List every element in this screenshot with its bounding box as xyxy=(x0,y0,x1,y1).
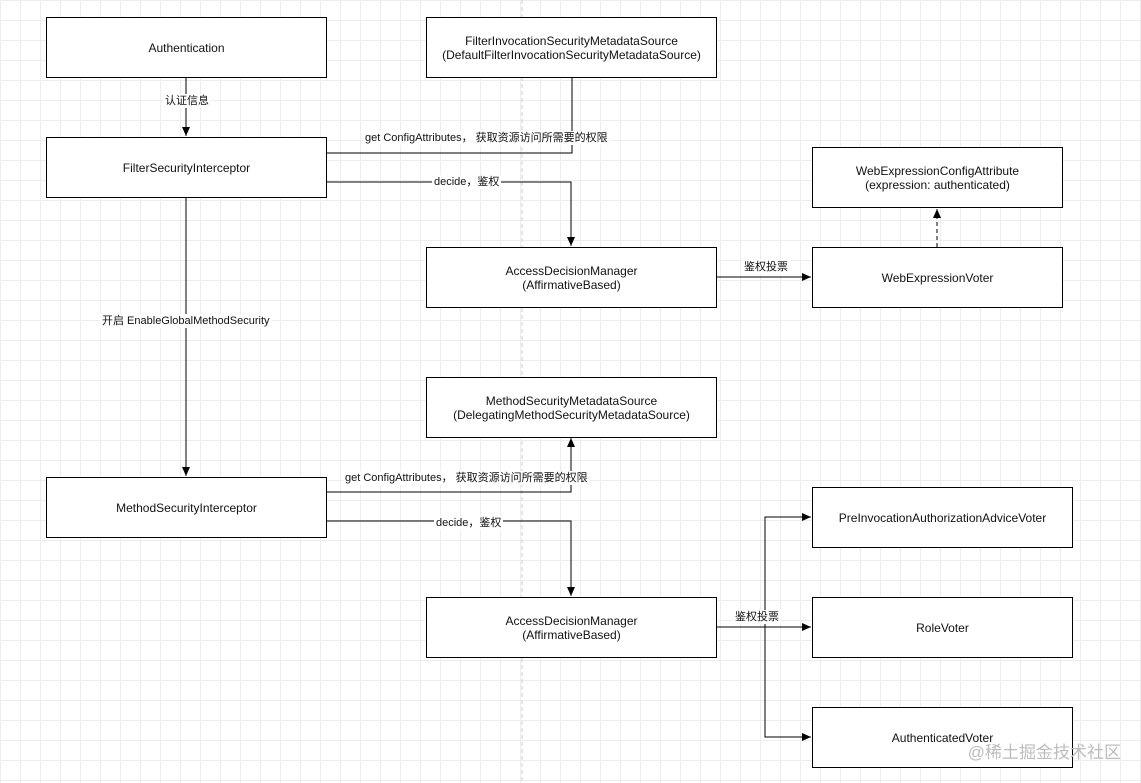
edge-label-decide-2: decide，鉴权 xyxy=(434,516,504,530)
edge-label-vote-2: 鉴权投票 xyxy=(733,610,781,624)
node-access-decision-manager-2-line1: AccessDecisionManager xyxy=(505,613,638,628)
edge-decide-2 xyxy=(327,520,575,596)
node-method-metadata-source[interactable]: MethodSecurityMetadataSource (Delegating… xyxy=(426,377,717,438)
edge-get-attrs-2 xyxy=(327,438,575,493)
node-access-decision-manager-2[interactable]: AccessDecisionManager (AffirmativeBased) xyxy=(426,597,717,658)
node-web-expression-config-attribute-line2: (expression: authenticated) xyxy=(865,177,1010,192)
node-access-decision-manager-1[interactable]: AccessDecisionManager (AffirmativeBased) xyxy=(426,247,717,308)
node-method-metadata-source-line2: (DelegatingMethodSecurityMetadataSource) xyxy=(453,407,690,422)
node-access-decision-manager-1-line1: AccessDecisionManager xyxy=(505,263,638,278)
node-web-expression-voter-label: WebExpressionVoter xyxy=(881,270,994,285)
node-role-voter[interactable]: RoleVoter xyxy=(812,597,1073,658)
node-pre-invocation-voter[interactable]: PreInvocationAuthorizationAdviceVoter xyxy=(812,487,1073,548)
node-filter-security-interceptor-label: FilterSecurityInterceptor xyxy=(122,160,251,175)
node-role-voter-label: RoleVoter xyxy=(916,620,969,635)
node-filter-security-interceptor[interactable]: FilterSecurityInterceptor xyxy=(46,137,327,198)
edge-label-vote-1: 鉴权投票 xyxy=(742,260,790,274)
node-web-expression-config-attribute-line1: WebExpressionConfigAttribute xyxy=(855,163,1020,178)
node-web-expression-voter[interactable]: WebExpressionVoter xyxy=(812,247,1063,308)
edge-vote-2-pre xyxy=(764,513,811,627)
node-method-security-interceptor-label: MethodSecurityInterceptor xyxy=(116,500,257,515)
node-filter-metadata-source[interactable]: FilterInvocationSecurityMetadataSource (… xyxy=(426,17,717,78)
node-access-decision-manager-1-line2: (AffirmativeBased) xyxy=(522,277,621,292)
edge-label-get-attrs-1: get ConfigAttributes， 获取资源访问所需要的权限 xyxy=(363,131,610,145)
edge-decide-1 xyxy=(327,181,575,246)
edge-label-decide-1: decide，鉴权 xyxy=(432,175,502,189)
edge-label-enable-method: 开启 EnableGlobalMethodSecurity xyxy=(100,314,272,328)
edge-label-get-attrs-2: get ConfigAttributes， 获取资源访问所需要的权限 xyxy=(343,471,590,485)
edge-get-attrs-1 xyxy=(327,77,573,154)
node-authentication-label: Authentication xyxy=(148,40,225,55)
node-web-expression-config-attribute[interactable]: WebExpressionConfigAttribute (expression… xyxy=(812,147,1063,208)
node-filter-metadata-source-line2: (DefaultFilterInvocationSecurityMetadata… xyxy=(442,47,701,62)
edge-vote-2-auth xyxy=(764,627,811,741)
edge-label-auth-info: 认证信息 xyxy=(163,94,211,108)
node-method-metadata-source-line1: MethodSecurityMetadataSource xyxy=(485,393,658,408)
node-authenticated-voter-label: AuthenticatedVoter xyxy=(891,730,994,745)
node-method-security-interceptor[interactable]: MethodSecurityInterceptor xyxy=(46,477,327,538)
node-pre-invocation-voter-label: PreInvocationAuthorizationAdviceVoter xyxy=(838,510,1047,525)
watermark: @稀土掘金技术社区 xyxy=(967,743,1121,762)
node-authenticated-voter[interactable]: AuthenticatedVoter xyxy=(812,707,1073,768)
node-access-decision-manager-2-line2: (AffirmativeBased) xyxy=(522,627,621,642)
node-authentication[interactable]: Authentication xyxy=(46,17,327,78)
node-filter-metadata-source-line1: FilterInvocationSecurityMetadataSource xyxy=(465,33,678,48)
